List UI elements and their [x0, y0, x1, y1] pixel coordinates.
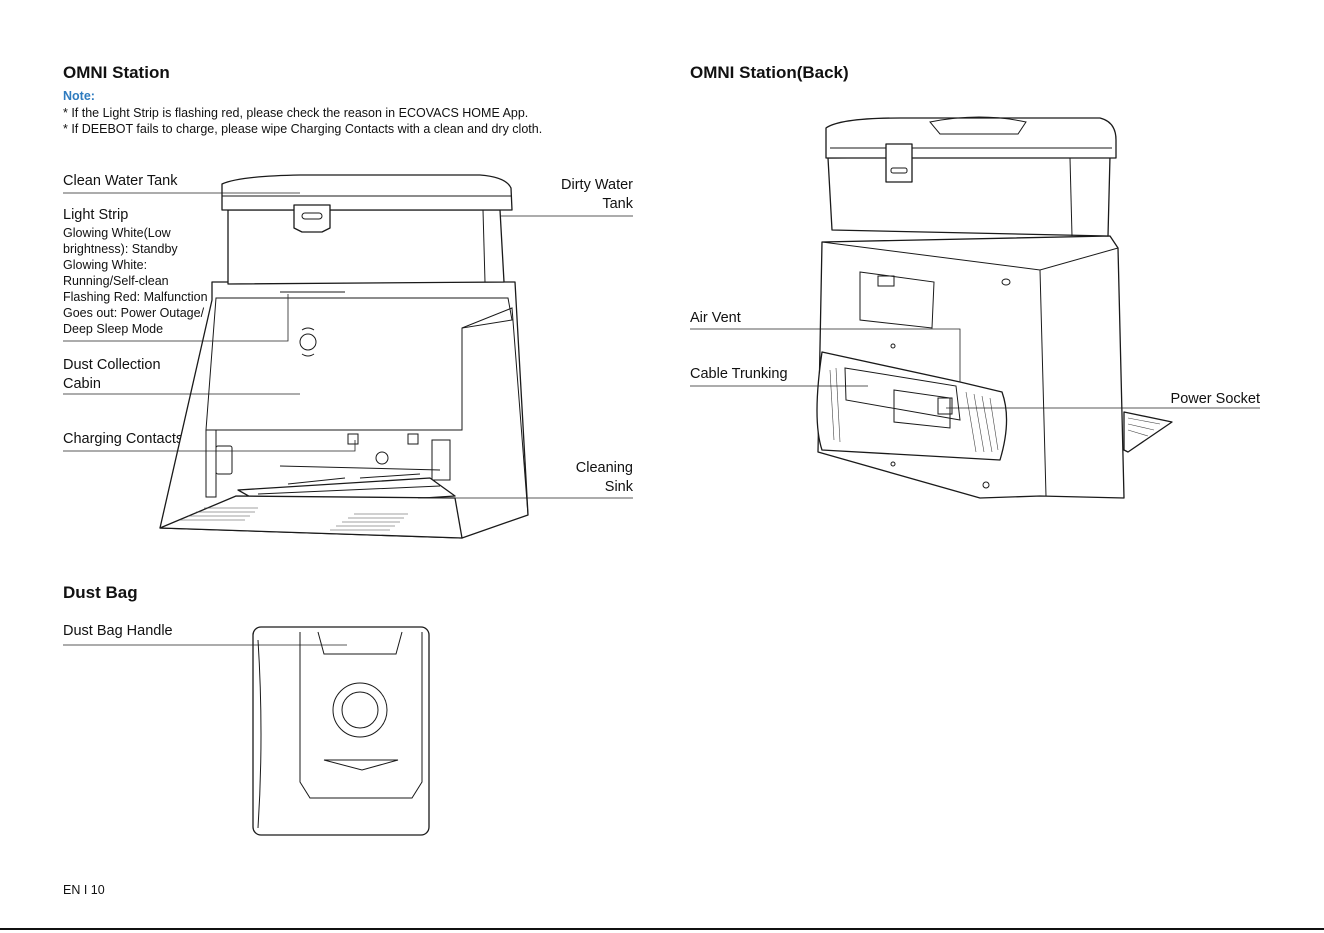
light-strip-state: Glowing White:	[63, 258, 148, 272]
omni-station-front-illustration	[159, 174, 529, 539]
label-line: Sink	[604, 479, 633, 495]
label-line: Dirty Water	[561, 177, 633, 193]
page-number: EN Ι 10	[63, 883, 105, 897]
back-leader-lines	[690, 328, 1260, 409]
light-strip-state: Flashing Red: Malfunction	[63, 290, 208, 304]
front-leader-lines	[63, 192, 633, 499]
label-cable-trunking: Cable Trunking	[690, 366, 788, 382]
label-dust-collection-cabin: Dust Collection Cabin	[63, 356, 161, 394]
note-line-1: * If the Light Strip is flashing red, pl…	[63, 106, 529, 120]
light-strip-state: brightness): Standby	[63, 242, 178, 256]
label-air-vent: Air Vent	[690, 310, 741, 326]
label-line: Dust Collection	[63, 357, 161, 373]
light-strip-states: Glowing White(Low brightness): Standby G…	[63, 225, 208, 337]
light-strip-state: Running/Self-clean	[63, 274, 169, 288]
label-line: Cleaning	[575, 460, 633, 476]
label-line: Cabin	[63, 376, 101, 392]
omni-station-title: OMNI Station	[63, 63, 170, 82]
light-strip-state: Glowing White(Low	[63, 226, 171, 240]
label-cleaning-sink: Cleaning Sink	[533, 459, 633, 497]
label-charging-contacts: Charging Contacts	[63, 431, 184, 447]
label-clean-water-tank: Clean Water Tank	[63, 173, 178, 189]
omni-station-back-title: OMNI Station(Back)	[690, 63, 849, 82]
label-power-socket: Power Socket	[1170, 391, 1260, 407]
dust-bag-illustration	[63, 626, 430, 836]
note-title: Note:	[63, 89, 95, 103]
omni-station-back-illustration	[816, 116, 1173, 499]
note-line-2: * If DEEBOT fails to charge, please wipe…	[63, 122, 543, 136]
label-line: Tank	[602, 196, 633, 212]
dust-bag-title: Dust Bag	[63, 583, 138, 602]
label-dirty-water-tank: Dirty Water Tank	[533, 176, 633, 214]
light-strip-state: Deep Sleep Mode	[63, 322, 164, 336]
label-light-strip: Light Strip	[63, 207, 129, 223]
light-strip-state: Goes out: Power Outage/	[63, 306, 205, 320]
label-dust-bag-handle: Dust Bag Handle	[63, 623, 173, 639]
bottom-rule	[0, 928, 1324, 930]
